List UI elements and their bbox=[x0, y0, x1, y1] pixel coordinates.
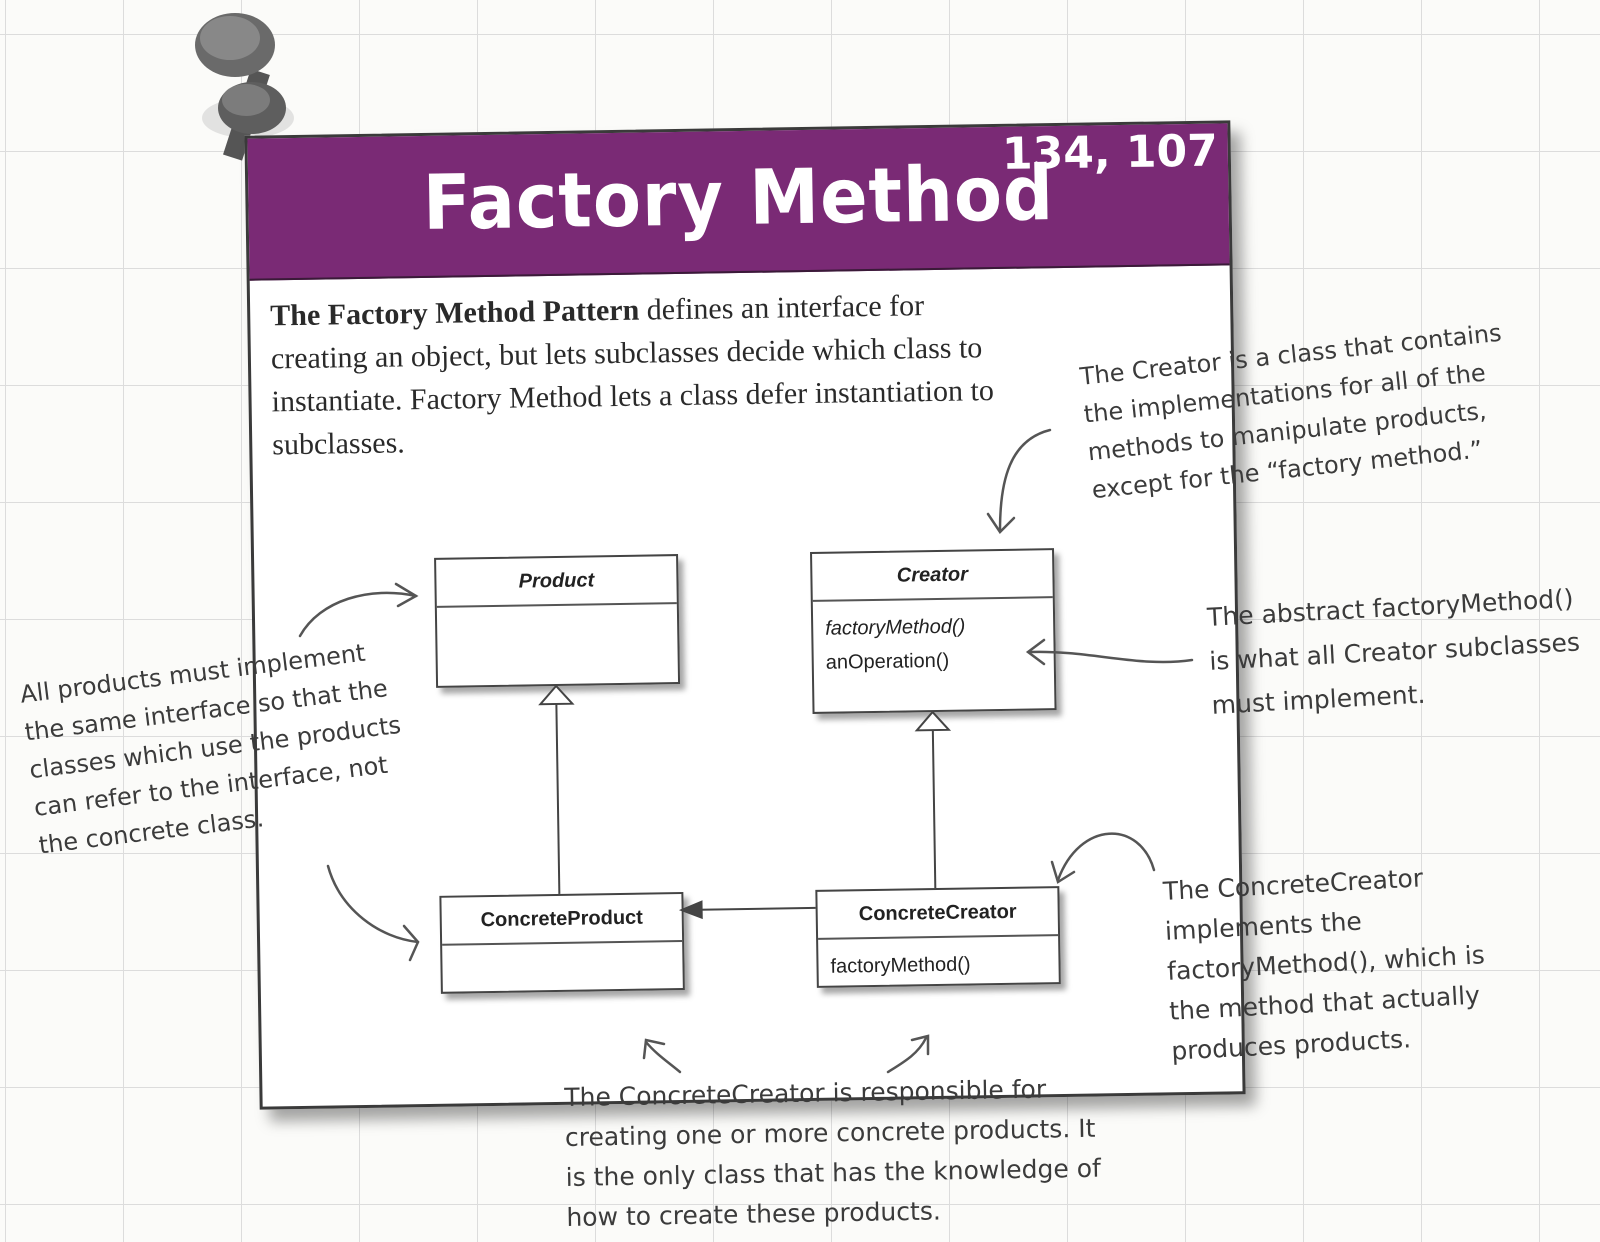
note-abstract-factory: The abstract factoryMethod() is what all… bbox=[1206, 577, 1583, 728]
annotation-arrow bbox=[646, 1042, 680, 1072]
annotation-arrow bbox=[1000, 430, 1050, 530]
annotation-arrow bbox=[888, 1038, 926, 1072]
annotation-arrow bbox=[1030, 652, 1192, 662]
annotation-arrow bbox=[300, 593, 416, 636]
note-concrete-creator-responsibility: The ConcreteCreator is responsible for c… bbox=[564, 1069, 1102, 1238]
annotation-arrow bbox=[1052, 862, 1074, 882]
annotation-arrow bbox=[328, 866, 418, 942]
note-concrete-creator-impl: The ConcreteCreator implements the facto… bbox=[1162, 855, 1490, 1071]
